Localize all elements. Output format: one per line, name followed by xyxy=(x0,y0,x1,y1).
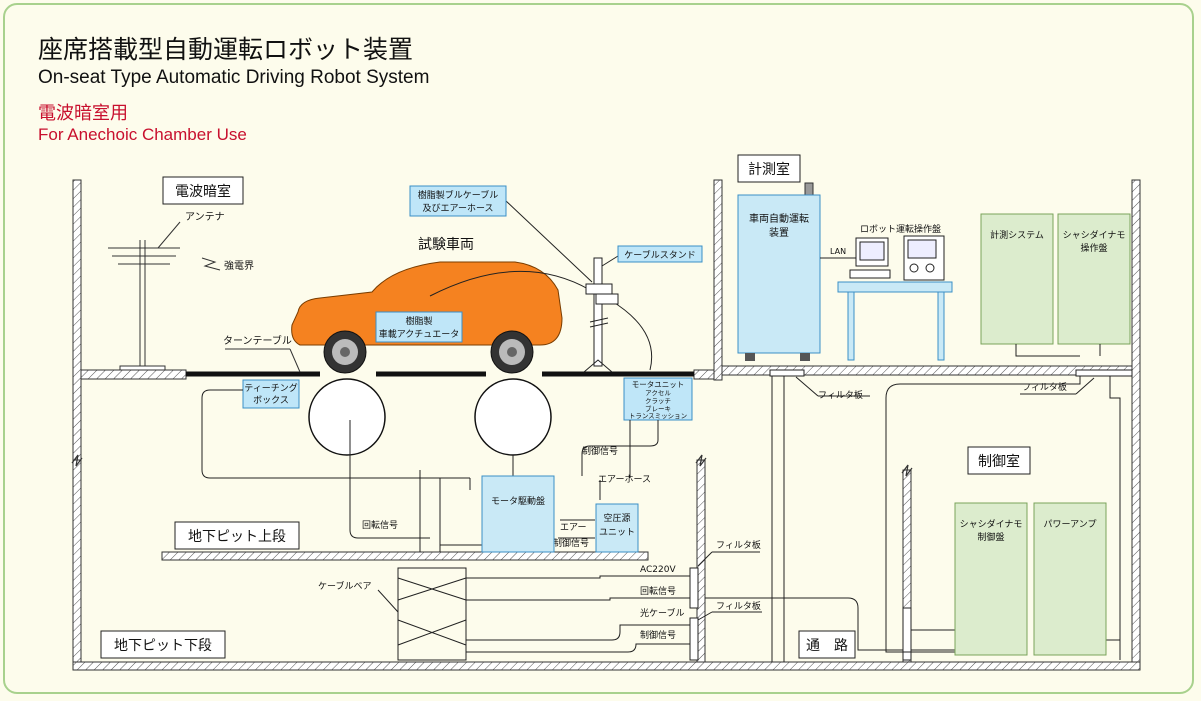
power-amp-panel: パワーアンプ xyxy=(1033,502,1107,656)
turntable-label: ターンテーブル xyxy=(223,334,292,347)
filter-plate-leader-3 xyxy=(795,376,819,397)
chassis-console-panel: シャシダイナモ 操作盤 xyxy=(1057,213,1131,345)
svg-text:地下ピット下段: 地下ピット下段 xyxy=(114,638,212,654)
svg-text:ボックス: ボックス xyxy=(253,395,289,406)
air-hose-label: エアーホース xyxy=(598,474,651,485)
svg-text:クラッチ: クラッチ xyxy=(645,397,671,405)
room-label-measurement: 計測室 xyxy=(737,154,801,183)
page-title-jp: 座席搭載型自動運転ロボット装置 xyxy=(38,35,414,64)
filter-plate-leader-1 xyxy=(697,551,713,567)
turntable xyxy=(186,348,694,377)
control-signal-label-lower: 制御信号 xyxy=(640,629,676,641)
svg-text:モータ駆動盤: モータ駆動盤 xyxy=(491,495,545,507)
test-vehicle xyxy=(291,261,563,374)
filter-plate-label-3: フィルタ板 xyxy=(818,389,863,401)
room-label-pit-lower: 地下ピット下段 xyxy=(100,630,226,659)
room-label-anechoic: 電波暗室 xyxy=(162,176,244,205)
stand-cable-line xyxy=(609,299,653,371)
svg-text:車両自動運転: 車両自動運転 xyxy=(749,212,809,225)
svg-text:ユニット: ユニット xyxy=(599,528,635,538)
room-label-control: 制御室 xyxy=(967,446,1031,475)
svg-text:及びエアーホース: 及びエアーホース xyxy=(422,203,493,214)
svg-text:地下ピット上段: 地下ピット上段 xyxy=(188,529,286,545)
svg-text:樹脂製: 樹脂製 xyxy=(405,315,432,327)
filter-plate-label-1: フィルタ板 xyxy=(716,539,761,551)
label-motor-unit: モータユニット アクセル クラッチ ブレーキ トランスミッション xyxy=(623,377,693,421)
page-title-en: On-seat Type Automatic Driving Robot Sys… xyxy=(38,67,430,88)
label-resin-actuator: 樹脂製 車載アクチュエータ xyxy=(375,311,463,343)
filter-plates-passage xyxy=(689,567,912,661)
rotation-signal-label-pit: 回転信号 xyxy=(362,519,398,531)
lan-label: LAN xyxy=(830,247,846,256)
ac220v-label: AC220V xyxy=(640,565,676,575)
rotation-signal-label-lower: 回転信号 xyxy=(640,585,676,597)
svg-text:シャシダイナモ: シャシダイナモ xyxy=(960,518,1023,530)
robot-console-label: ロボット運転操作盤 xyxy=(860,223,941,235)
svg-text:アクセル: アクセル xyxy=(645,389,671,397)
svg-text:計測システム: 計測システム xyxy=(990,229,1044,241)
label-cable-stand: ケーブルスタンド xyxy=(617,245,703,263)
label-resin-cable: 樹脂製ブルケーブル 及びエアーホース xyxy=(409,185,507,217)
resin-cable-line xyxy=(429,271,591,297)
svg-text:シャシダイナモ: シャシダイナモ xyxy=(1063,229,1126,241)
cable-stand xyxy=(583,257,619,373)
wall-break-marks xyxy=(71,454,913,477)
room-label-pit-upper: 地下ピット上段 xyxy=(174,521,300,550)
auto-drive-device: 車両自動運転 装置 xyxy=(737,182,821,361)
strong-field-label: 強電界 xyxy=(224,259,254,272)
svg-text:計測室: 計測室 xyxy=(748,161,790,178)
test-vehicle-label: 試験車両 xyxy=(418,236,474,253)
svg-text:電波暗室: 電波暗室 xyxy=(175,183,231,200)
cable-bear xyxy=(377,567,467,661)
building-walls xyxy=(72,179,1141,671)
room-label-passage: 通 路 xyxy=(798,630,856,659)
filter-plate-leader-2 xyxy=(697,611,713,621)
antenna xyxy=(108,221,221,371)
cable-stand-leader xyxy=(601,255,619,267)
svg-text:操作盤: 操作盤 xyxy=(1080,242,1107,254)
resin-cable-leader xyxy=(504,199,593,283)
filter-plate-leader-4 xyxy=(1075,377,1095,395)
motor-drive-panel: モータ駆動盤 xyxy=(481,475,555,553)
svg-text:装置: 装置 xyxy=(769,226,789,239)
optical-cable-label: 光ケーブル xyxy=(640,607,684,619)
svg-text:ティーチング: ティーチング xyxy=(244,382,297,394)
svg-text:ケーブルスタンド: ケーブルスタンド xyxy=(624,249,695,261)
cable-bear-label: ケーブルベア xyxy=(318,580,371,592)
pit-wiring xyxy=(201,389,659,552)
control-signal-label-mid: 制御信号 xyxy=(553,537,589,549)
filter-plate-label-2: フィルタ板 xyxy=(716,600,761,612)
svg-text:車載アクチュエータ: 車載アクチュエータ xyxy=(379,328,460,340)
filter-plates-meas xyxy=(769,369,1133,377)
svg-text:パワーアンプ: パワーアンプ xyxy=(1043,519,1096,530)
chassis-control-panel: シャシダイナモ 制御盤 xyxy=(954,502,1028,656)
svg-text:ブレーキ: ブレーキ xyxy=(645,404,671,413)
chassis-rollers xyxy=(308,378,552,456)
meas-system-panel: 計測システム xyxy=(980,213,1054,345)
svg-text:モータユニット: モータユニット xyxy=(632,380,685,389)
label-teaching-box: ティーチング ボックス xyxy=(242,379,300,409)
meas-cables xyxy=(771,344,1121,662)
robot-console xyxy=(837,235,953,361)
svg-text:空圧源: 空圧源 xyxy=(603,512,630,524)
air-label: エアー xyxy=(560,523,586,533)
svg-text:樹脂製ブルケーブル: 樹脂製ブルケーブル xyxy=(418,189,498,201)
antenna-label: アンテナ xyxy=(185,211,225,223)
page-subtitle-jp: 電波暗室用 xyxy=(38,103,128,124)
filter-plate-label-4: フィルタ板 xyxy=(1022,381,1067,393)
page-subtitle-en: For Anechoic Chamber Use xyxy=(38,125,247,144)
air-source-unit: 空圧源 ユニット xyxy=(595,503,639,553)
svg-text:通 路: 通 路 xyxy=(806,638,848,654)
lower-cables xyxy=(466,575,1000,653)
svg-text:制御室: 制御室 xyxy=(978,453,1020,470)
svg-text:制御盤: 制御盤 xyxy=(977,531,1004,543)
svg-text:トランスミッション: トランスミッション xyxy=(629,412,687,420)
control-signal-label-top: 制御信号 xyxy=(582,445,618,457)
